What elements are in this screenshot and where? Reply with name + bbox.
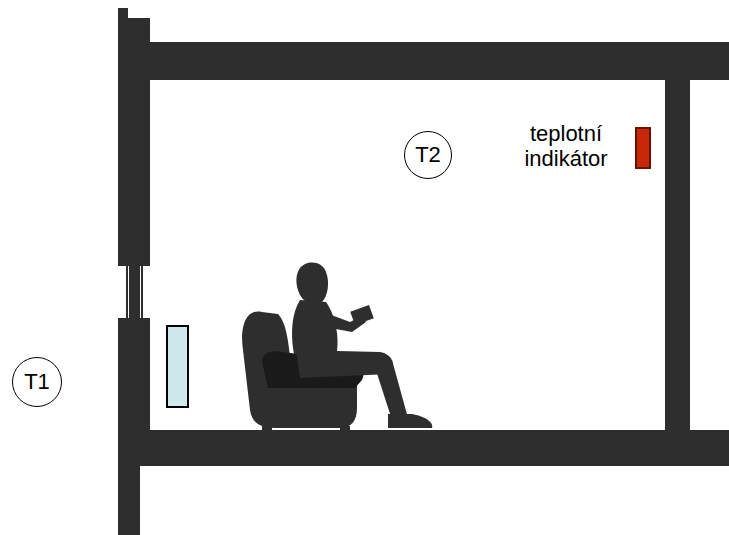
temperature-point-circle: T1: [12, 357, 62, 407]
point-label: T2: [415, 144, 441, 166]
temperature-point-circle: T2: [404, 131, 452, 179]
reader-in-armchair: [242, 262, 432, 432]
radiator: [167, 326, 188, 407]
temperature-indicator: [636, 128, 650, 168]
indicator-label: teplotní indikátor: [496, 122, 636, 171]
point-label: T1: [24, 371, 50, 393]
